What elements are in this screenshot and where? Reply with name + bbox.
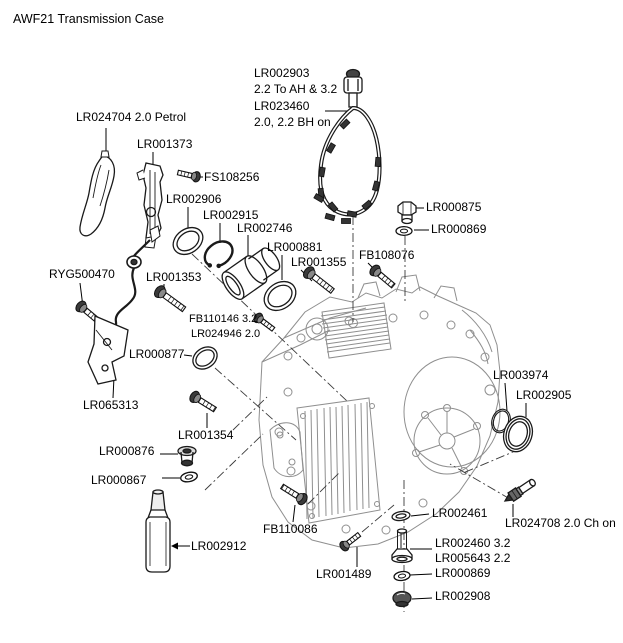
label-lr001355: LR001355 (291, 255, 347, 269)
plug-lr002908 (392, 590, 412, 608)
washer-lr000869-top (395, 225, 413, 237)
label-lr002912: LR002912 (191, 539, 247, 553)
seal-lr002905 (502, 415, 534, 453)
bolt-lr001489 (337, 529, 364, 554)
label-lr000881: LR000881 (267, 240, 323, 254)
washer-lr000869-bottom (392, 569, 412, 583)
label-lr023460: LR023460 (254, 99, 310, 113)
label-ryg500470: RYG500470 (49, 267, 115, 281)
snap-ring-lr002915 (203, 240, 234, 269)
label-lr002460: LR002460 3.2 (435, 536, 511, 550)
label-lr002903: LR002903 (254, 66, 310, 80)
bracket-lr001373-drawing (136, 162, 164, 249)
bolt-lr001353 (151, 283, 189, 316)
harness-drawing (313, 68, 382, 224)
label-fs108256: FS108256 (204, 170, 260, 184)
label-lr024708: LR024708 2.0 Ch on (505, 516, 616, 530)
label-lr001354: LR001354 (178, 428, 234, 442)
label-lr000869-bottom: LR000869 (435, 566, 491, 580)
sensor-lr024708 (503, 478, 536, 503)
bolt-lr001354 (187, 388, 219, 416)
label-lr024946: LR024946 2.0 (191, 328, 261, 340)
label-lr000876: LR000876 (99, 444, 155, 458)
label-lr001489: LR001489 (316, 567, 372, 581)
seal-lr002906 (172, 226, 204, 256)
label-lr002461: LR002461 (432, 506, 488, 520)
bracket-lr065313 (87, 315, 129, 385)
label-lr002908: LR002908 (435, 589, 491, 603)
label-lr002903-note: 2.2 To AH & 3.2 (254, 82, 338, 96)
oring-lr002461 (391, 510, 411, 522)
label-lr065313: LR065313 (83, 398, 139, 412)
diagram-title: AWF21 Transmission Case (13, 12, 164, 26)
tube-lr002460 (391, 528, 413, 564)
bolt-fb108076 (367, 262, 398, 292)
linkage-drawing (103, 225, 161, 341)
label-lr003974: LR003974 (493, 368, 549, 382)
label-fb110086: FB110086 (263, 522, 318, 536)
label-lr002906: LR002906 (166, 192, 222, 206)
label-lr001373: LR001373 (137, 137, 193, 151)
label-lr001353: LR001353 (146, 270, 202, 284)
plug-lr000876 (177, 445, 197, 467)
label-lr002905: LR002905 (516, 388, 572, 402)
label-lr002915: LR002915 (203, 208, 259, 222)
label-lr000877: LR000877 (129, 347, 185, 361)
label-lr005643: LR005643 2.2 (435, 551, 511, 565)
label-lr000875: LR000875 (426, 200, 482, 214)
sleeve-lr002746 (221, 247, 281, 300)
heat-shield-drawing (79, 150, 116, 237)
plug-lr000875 (397, 201, 417, 225)
washer-lr000867 (179, 470, 199, 484)
label-lr023460-note: 2.0, 2.2 BH on (254, 115, 331, 129)
label-lr000867: LR000867 (91, 473, 147, 487)
oring-lr000877 (192, 346, 218, 370)
label-lr000869-top: LR000869 (431, 222, 487, 236)
label-fb108076: FB108076 (359, 248, 415, 262)
label-lr024704: LR024704 2.0 Petrol (76, 110, 187, 124)
label-fb110146: FB110146 3.2 (189, 313, 258, 325)
seal-lr000881 (263, 280, 297, 312)
bolt-lr001355 (300, 263, 338, 297)
bottle-lr002912 (145, 489, 171, 573)
bolt-fs108256 (176, 166, 202, 184)
label-lr002746: LR002746 (237, 221, 293, 235)
